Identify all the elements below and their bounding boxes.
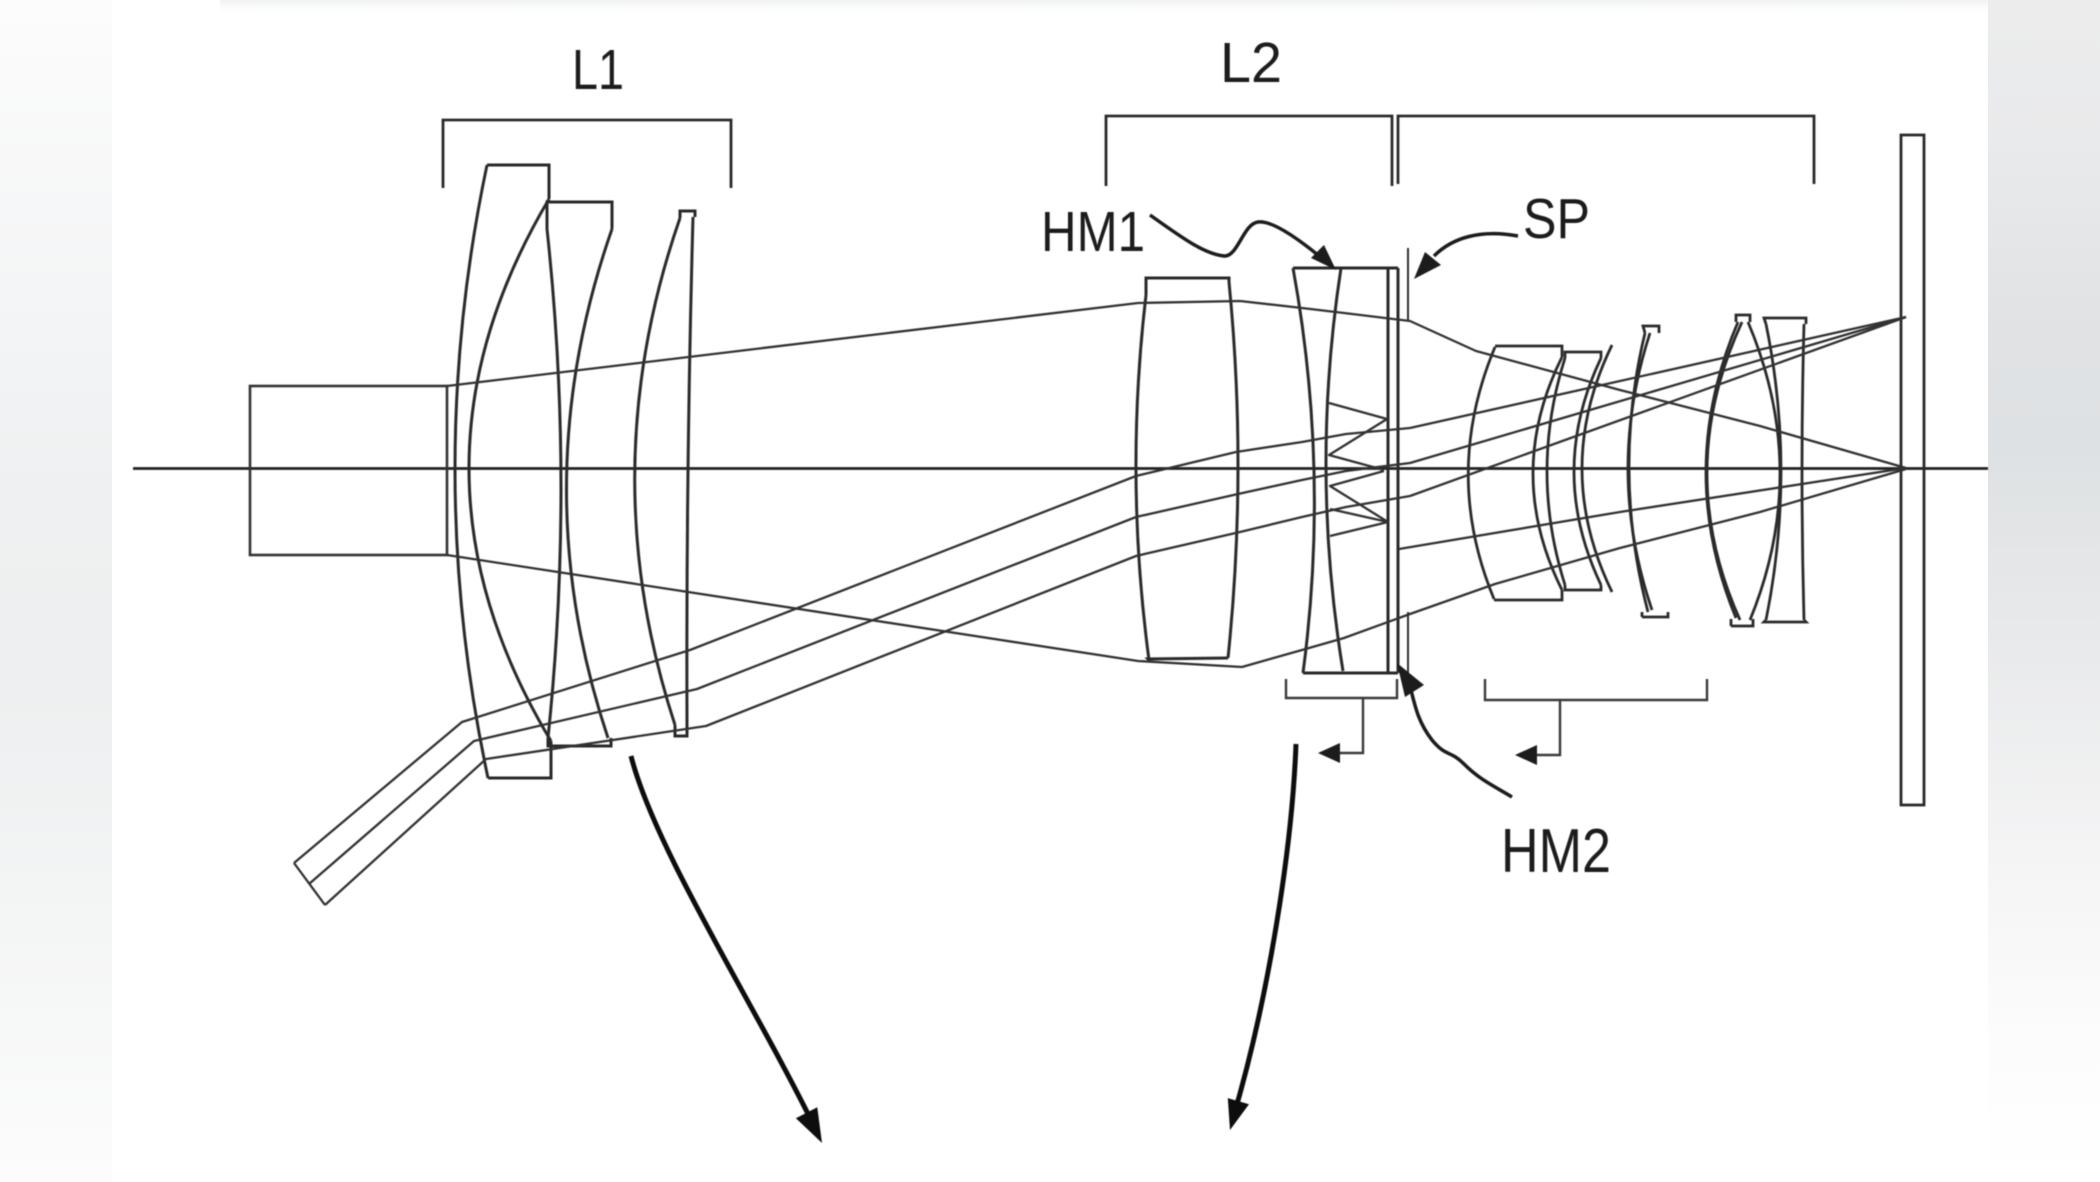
svg-text:HM1: HM1	[1041, 200, 1145, 264]
svg-text:L1: L1	[572, 38, 624, 102]
svg-text:HM2: HM2	[1501, 816, 1611, 886]
svg-text:SP: SP	[1523, 187, 1590, 251]
svg-text:L2: L2	[1220, 31, 1282, 95]
